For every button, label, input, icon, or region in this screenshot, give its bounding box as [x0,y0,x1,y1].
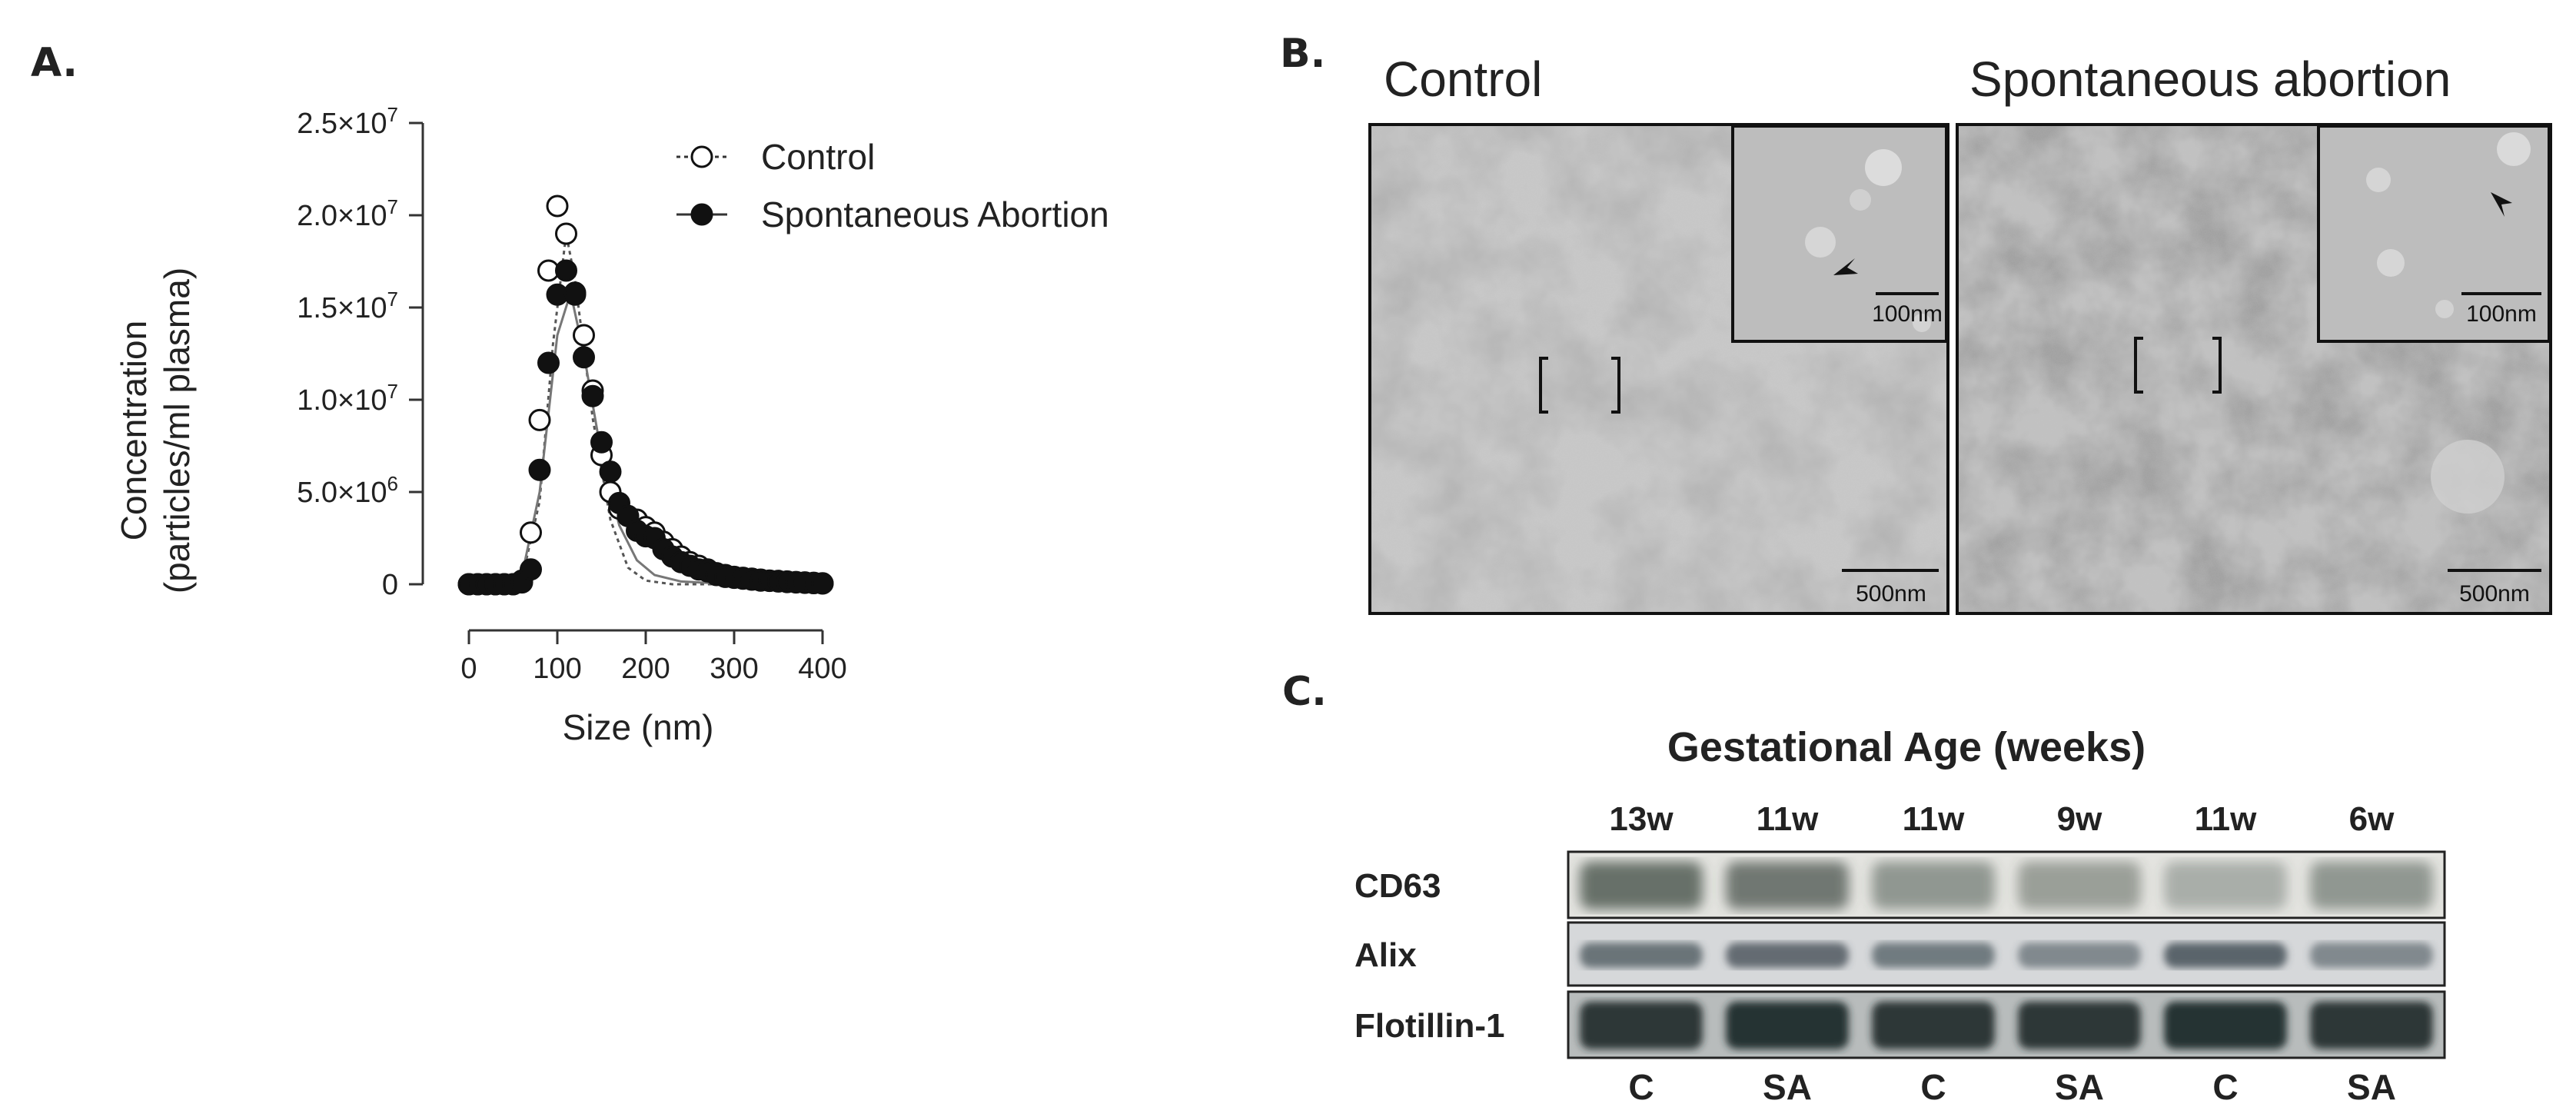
y-tick-label: 2.0×107 [297,195,398,232]
y-tick-label: 1.5×107 [297,288,398,324]
y-tick-label: 0 [382,569,398,601]
blot-band [1580,861,1703,909]
micrograph-title-sa: Spontaneous abortion [1969,52,2451,107]
inset-sa [2317,125,2551,343]
protein-label: Flotillin-1 [1354,1007,1505,1045]
blot-band [2164,1001,2287,1049]
western-blot: Gestational Age (weeks) 13w 11w 11w 9w 11w 6w… [1354,724,2446,1107]
data-point-open-circle [520,521,542,544]
protein-label: Alix [1354,936,1417,974]
week-label: 6w [2349,800,2395,838]
legend-marker [690,145,713,168]
region-bracket [1539,357,1620,414]
data-point-open-circle [546,194,569,218]
y-tick-label: 1.0×107 [297,380,398,417]
y-tick-label: 5.0×106 [297,472,398,509]
tem-micrographs: 100nm 500nm 100nm 500nm [1368,123,2552,615]
main-scale-label-control: 500nm [1856,581,1926,607]
legend-marker [690,203,713,226]
blot-band [2310,1001,2433,1049]
group-labels: C SA C SA C SA [1628,1067,2396,1107]
region-bracket [2134,337,2222,394]
group-label: SA [2055,1067,2104,1107]
data-point-filled-circle [599,460,622,484]
data-point-filled-circle [563,281,587,304]
group-label: C [1920,1067,1946,1107]
blot-band [2018,861,2141,909]
blot-band [2310,861,2433,909]
x-tick-label: 0 [460,653,477,685]
x-tick-label: 200 [621,653,670,685]
blot-strips [1567,850,2446,1059]
week-label: 11w [1757,800,1820,838]
data-point-filled-circle [537,351,560,374]
micrograph-title-control: Control [1384,52,1543,107]
panel-b-letter: B. [1280,31,1326,77]
inset-scale-label-control: 100nm [1872,301,1943,327]
week-label: 11w [2195,800,2258,838]
arrowhead-icon [1833,258,1858,275]
week-label: 9w [2057,800,2102,838]
group-label: SA [1763,1067,1812,1107]
group-label: SA [2347,1067,2396,1107]
size-distribution-chart: 0 5.0×106 1.0×107 1.5×107 2.0×107 2.5×107 0 100… [114,103,1109,747]
micrograph-control: 100nm 500nm [1368,123,1949,615]
data-point-filled-circle [555,259,577,282]
chart-axes: 0 5.0×106 1.0×107 1.5×107 2.0×107 2.5×107 0 100… [297,103,846,685]
blot-band [1872,1001,1995,1049]
group-label: C [2212,1067,2238,1107]
data-point-open-circle [555,222,577,245]
x-axis-label: Size (nm) [563,707,714,747]
y-axis-label-line2: (particles/ml plasma) [157,268,197,593]
data-point-filled-circle [528,458,551,481]
data-point-filled-circle [573,346,595,369]
micrograph-spontaneous-abortion: 100nm 500nm [1956,123,2552,615]
blot-band [2164,861,2287,909]
fit-curve-open-circle [504,233,823,586]
blot-strip [1567,990,2446,1059]
blot-band [1726,942,1849,969]
protein-label: CD63 [1354,867,1441,905]
y-tick-label: 2.5×107 [297,103,398,140]
inset-scale-label-sa: 100nm [2466,301,2537,327]
data-point-open-circle [528,408,551,431]
main-scale-label-sa: 500nm [2459,581,2530,607]
blot-band [1872,861,1995,909]
data-point-filled-circle [520,558,542,581]
data-point-filled-circle [811,572,834,595]
blot-band [1872,942,1995,969]
blot-strip [1567,921,2446,987]
x-tick-label: 300 [710,653,758,685]
data-points [457,194,834,596]
blot-band [1580,1001,1703,1049]
group-label: C [1628,1067,1654,1107]
week-label: 13w [1609,800,1674,838]
inset-control [1731,125,1948,343]
blot-band [2018,1001,2141,1049]
x-tick-label: 400 [798,653,846,685]
legend-label: Control [761,137,875,177]
data-point-filled-circle [581,384,604,407]
blot-band [2018,942,2141,969]
blot-band [1726,861,1849,909]
legend-label: Spontaneous Abortion [761,194,1109,234]
blot-title: Gestational Age (weeks) [1667,724,2146,770]
arrowhead-icon [2491,192,2512,217]
week-labels: 13w 11w 11w 9w 11w 6w [1609,800,2395,838]
panel-a-letter: A. [31,40,78,86]
blot-band [1726,1001,1849,1049]
data-point-filled-circle [590,430,613,454]
y-axis-label-line1: Concentration [114,321,154,540]
blot-strip [1567,850,2446,919]
week-label: 11w [1903,800,1966,838]
panel-c-letter: C. [1282,669,1327,715]
blot-band [2164,942,2287,969]
blot-band [2310,942,2433,969]
x-tick-label: 100 [533,653,581,685]
data-point-open-circle [573,324,595,347]
blot-band [1580,942,1703,969]
